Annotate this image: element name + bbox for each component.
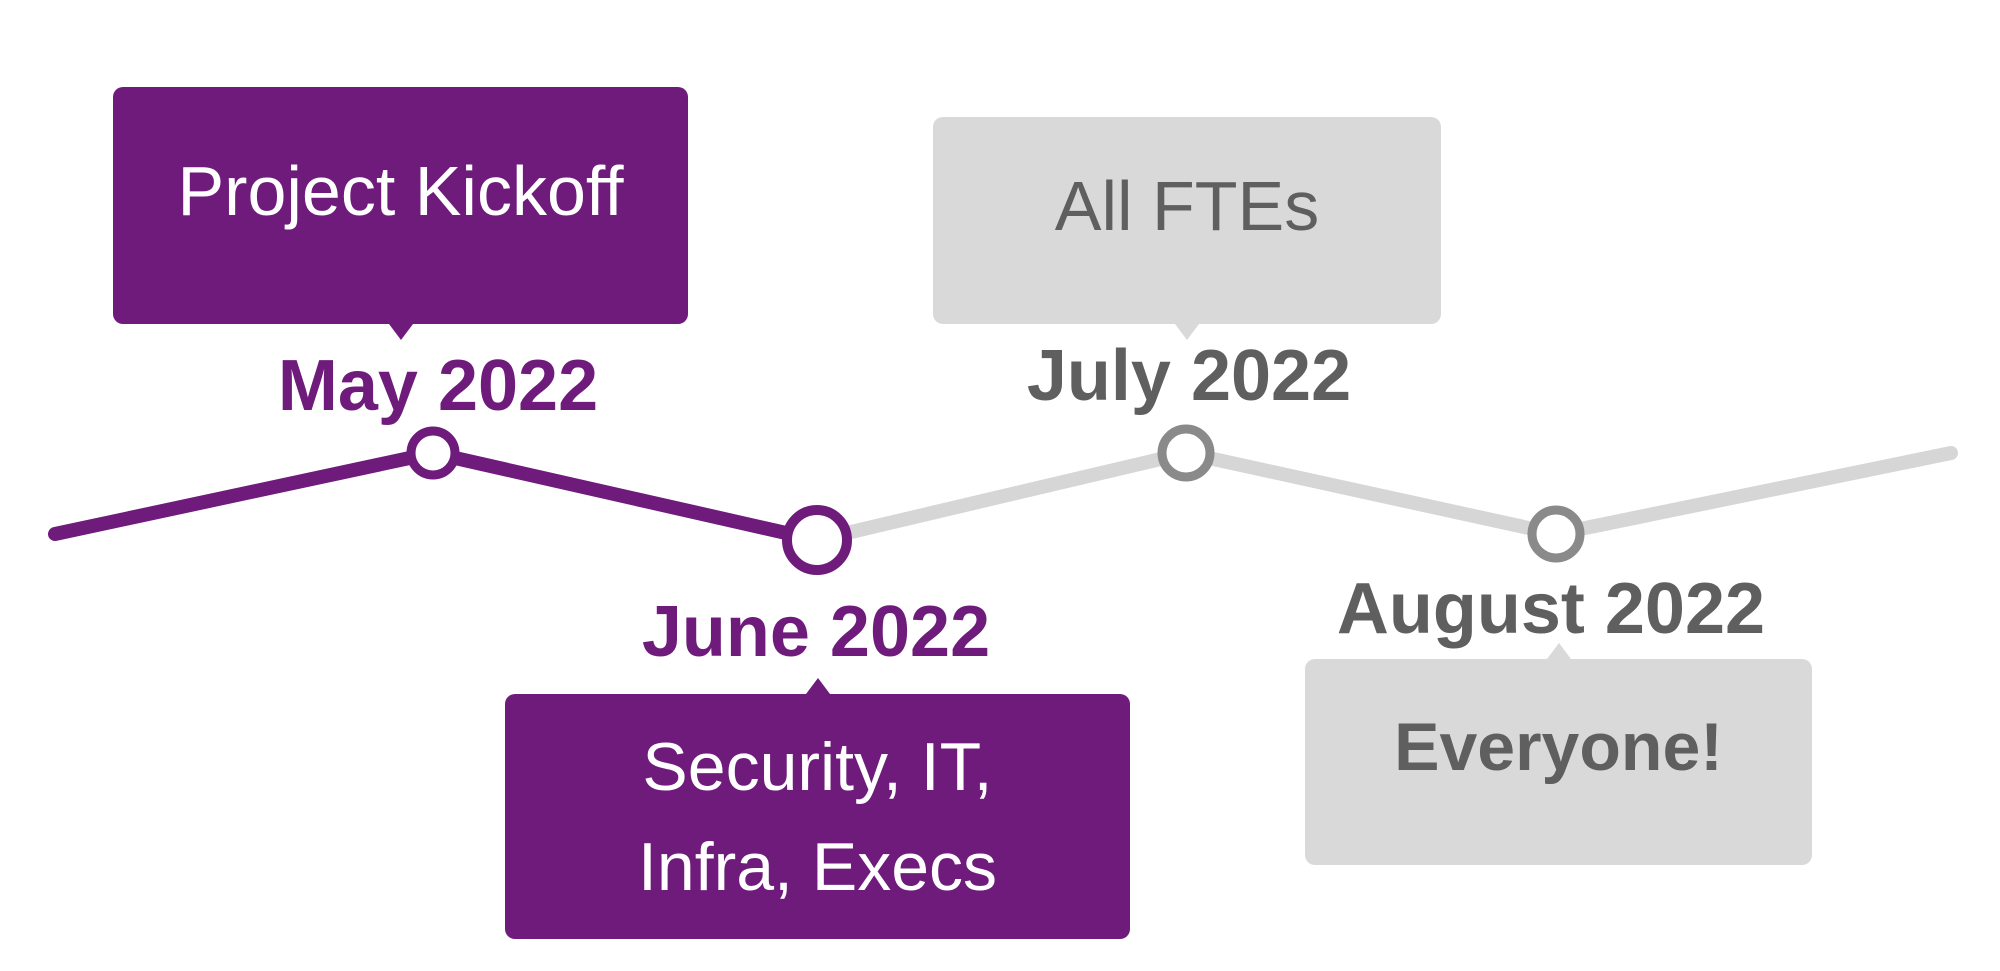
milestone-audience: Project Kickoff: [177, 151, 624, 230]
callout-pointer: [1175, 324, 1199, 340]
milestone-audience: Everyone!: [1394, 709, 1723, 785]
callout-pointer: [388, 324, 413, 340]
milestone-date-may: May 2022: [277, 346, 599, 426]
milestone-callout-july: All FTEs: [933, 117, 1441, 340]
milestone-audience: Security, IT, Infra, Execs: [637, 728, 998, 905]
callout-pointer: [805, 678, 830, 694]
callout-pointer: [1546, 643, 1571, 659]
milestone-marker-july: [1157, 424, 1215, 482]
milestone-date-august: August 2022: [1336, 569, 1766, 649]
milestone-marker-may: [406, 426, 460, 480]
milestone-callout-june: Security, IT, Infra, Execs: [505, 678, 1130, 939]
milestone-marker-august: [1527, 505, 1585, 563]
milestone-date-july: July 2022: [1026, 336, 1352, 416]
milestone-marker-june: [782, 505, 852, 575]
milestone-callout-may: Project Kickoff: [113, 87, 688, 340]
milestone-date-june: June 2022: [641, 592, 991, 672]
timeline-segment-upcoming: [810, 446, 1958, 547]
milestone-callout-august: Everyone!: [1305, 643, 1812, 865]
milestone-audience: All FTEs: [1054, 166, 1320, 245]
